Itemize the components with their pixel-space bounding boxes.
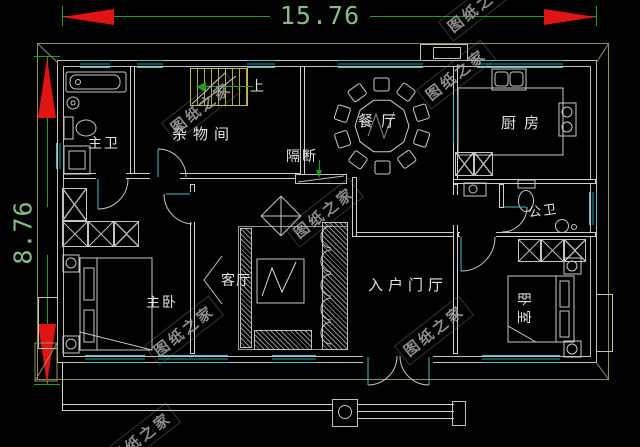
dimension-line-top-right — [370, 16, 596, 17]
room-label-bedroom: 卧室 — [515, 292, 531, 328]
room-label-master-bedroom: 主卧 — [146, 295, 178, 311]
tv-cabinet — [240, 228, 252, 348]
dimension-tick — [34, 56, 60, 57]
roof-eave-outline — [37, 43, 609, 380]
wardrobe-cell — [88, 221, 114, 247]
dimension-line-left-top — [47, 57, 48, 207]
wall-publicbath-left — [499, 184, 504, 208]
partition-leader-arrow — [316, 170, 322, 178]
dimension-line-top-left — [62, 16, 270, 17]
room-label-storage: 杂物间 — [172, 125, 236, 143]
bay-window-right — [596, 294, 613, 352]
passage-opening — [452, 195, 459, 225]
kitchen-cabinet-cell — [455, 152, 474, 176]
porch-edge — [62, 363, 63, 411]
dimension-height-label: 8.76 — [8, 200, 38, 265]
wall-masterbath-right — [130, 66, 135, 178]
door-opening — [460, 231, 496, 238]
dimension-tick — [596, 6, 597, 26]
dimension-width-label: 15.76 — [279, 1, 361, 30]
watermark: 图纸之家 — [437, 0, 519, 42]
porch-column-base — [332, 399, 358, 427]
wardrobe-cell — [518, 239, 541, 262]
dimension-arrow-right — [544, 9, 596, 25]
window-kitchen-pass — [453, 95, 458, 143]
wardrobe-cell — [564, 239, 586, 262]
room-label-dining: 餐厅 — [358, 112, 405, 130]
window — [477, 60, 563, 68]
sofa — [322, 222, 348, 350]
porch-edge — [62, 404, 332, 405]
window — [589, 192, 597, 225]
partition-label: 隔断 — [286, 149, 318, 165]
bay-window-left — [38, 297, 58, 349]
porch-step — [358, 418, 454, 419]
dimension-line-left-bottom — [47, 255, 48, 385]
wardrobe-cell — [62, 221, 88, 247]
window — [272, 355, 316, 363]
door-opening — [150, 172, 180, 180]
door-opening — [189, 192, 196, 222]
porch-step — [358, 411, 454, 412]
wardrobe-cell — [541, 239, 564, 262]
porch-step — [358, 404, 454, 405]
dimension-arrow-up — [38, 58, 56, 118]
wall-partition-stub — [352, 177, 357, 237]
room-label-living-room: 客厅 — [221, 273, 251, 289]
sofa-small — [254, 330, 312, 350]
window — [85, 355, 145, 363]
wall-kitchen-bottom — [453, 179, 596, 184]
flue-bump — [420, 44, 468, 61]
dimension-tick — [34, 384, 60, 385]
room-label-master-bath: 主卫 — [88, 136, 120, 152]
door-opening — [96, 172, 126, 180]
wardrobe-cell — [114, 221, 139, 247]
porch-column — [338, 405, 352, 419]
porch-step-cap — [452, 401, 466, 426]
wall-bedroom-top — [458, 232, 596, 237]
window — [247, 60, 275, 68]
window — [137, 60, 163, 68]
dimension-arrow-left — [62, 9, 114, 25]
room-label-entry-hall: 入户门厅 — [368, 276, 449, 294]
kitchen-cabinet-cell — [474, 152, 493, 176]
window — [338, 60, 423, 68]
wall-entry-top — [352, 232, 458, 237]
stairs-up-label: 上 — [250, 79, 264, 95]
window — [158, 355, 228, 363]
wall-masterbedroom-right — [190, 184, 195, 354]
partition-leader-line — [319, 160, 320, 174]
flue-bump-inner — [433, 47, 461, 59]
wall-entry-right — [453, 184, 458, 354]
window — [80, 60, 110, 68]
wardrobe-cell — [62, 188, 87, 221]
window — [482, 355, 560, 363]
window — [56, 143, 64, 169]
porch-edge — [62, 410, 332, 411]
room-label-kitchen: 厨房 — [501, 114, 548, 132]
